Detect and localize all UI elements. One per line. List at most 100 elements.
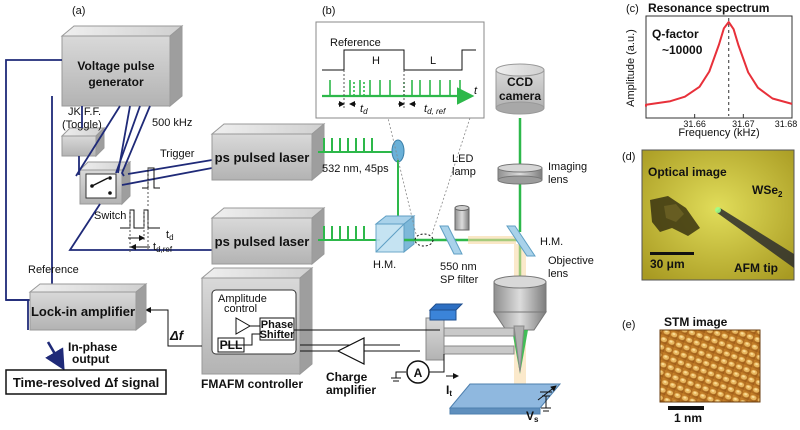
delta-f-wire [145, 307, 202, 347]
panel-label-b: (b) [322, 5, 335, 17]
laser1-pulses [318, 138, 392, 153]
td-label: td [166, 229, 174, 242]
led-light-band [468, 236, 516, 244]
voltage-gen-line2: generator [88, 75, 144, 89]
led-label-line2: lamp [452, 166, 476, 178]
charge-amp-line2: amplifier [326, 383, 376, 397]
laser2-label: ps pulsed laser [215, 234, 310, 249]
afm-tip-label: AFM tip [734, 261, 778, 275]
optical-title: Optical image [648, 165, 727, 179]
beam-sample-marker [414, 233, 434, 247]
inphase-line1: In-phase [68, 340, 118, 354]
inphase-line2: output [72, 352, 109, 366]
panel-label-c: (c) [626, 3, 639, 15]
led-lamp [454, 205, 470, 231]
amp-control-line1: Amplitude [218, 293, 267, 305]
resonance-chart: (c) Resonance spectrum Q-factor ~10000 3… [625, 1, 797, 139]
hm2-label: H.M. [540, 236, 563, 248]
imaging-lens-line2: lens [548, 174, 569, 186]
switch: Switch [78, 160, 132, 222]
hm1-label: H.M. [373, 259, 396, 271]
sample-stage [448, 383, 562, 415]
imaging-lens [497, 163, 543, 185]
ccd-label-line2: camera [499, 89, 541, 103]
freq-500-label: 500 kHz [152, 117, 192, 129]
x-tick-label: 31.66 [683, 119, 706, 129]
timing-t: t [474, 85, 478, 97]
bias-voltage [537, 385, 557, 412]
ccd-camera: CCD camera [495, 63, 545, 115]
svg-text:A: A [414, 366, 423, 380]
panel-label-d: (d) [622, 151, 635, 163]
optical-image: (d) Optical image WSe2 AFM tip 30 μm [622, 149, 795, 281]
resonance-title: Resonance spectrum [648, 1, 769, 15]
sp-filter [439, 225, 463, 255]
panel-label-e: (e) [622, 319, 635, 331]
jkff-label-line1: JK F.F. [68, 106, 101, 118]
lock-in-amplifier: Lock-in amplifier [28, 282, 148, 332]
x-tick-label: 31.68 [775, 119, 798, 129]
timing-reference: Reference [330, 37, 381, 49]
objective-lens [493, 275, 547, 331]
laser2-pulses [318, 226, 380, 241]
time-resolved-signal: Time-resolved Δf signal [5, 369, 167, 395]
tdref-label: td,ref [153, 241, 173, 254]
voltage-gen-line1: Voltage pulse [77, 59, 154, 73]
reference-label: Reference [28, 264, 79, 276]
imaging-lens-line1: Imaging [548, 161, 587, 173]
timing-l: L [430, 55, 436, 67]
phase-shifter-line1: Phase [261, 319, 293, 331]
qfactor-line1: Q-factor [652, 27, 699, 41]
sp-filter-line2: SP filter [440, 274, 479, 286]
delta-f-label: Δf [169, 328, 185, 343]
optical-scalebar-label: 30 μm [650, 257, 685, 271]
afm-tip-shape [716, 208, 794, 268]
timing-td: td [360, 103, 368, 116]
afm-cantilever [425, 303, 525, 373]
laser2-wire [68, 203, 212, 251]
phase-shifter-line2: Shifter [260, 329, 296, 341]
laser-spot [715, 207, 721, 213]
delay-pulses: td td,ref [120, 209, 174, 254]
half-mirror-plate [506, 225, 536, 257]
timing-h: H [372, 55, 380, 67]
tunnel-current-label: It [446, 383, 452, 398]
voltage-pulse-generator: Voltage pulse generator [60, 24, 184, 108]
resonance-curve-0 [645, 21, 793, 107]
stm-title: STM image [664, 315, 728, 329]
svg-text:Time-resolved Δf signal: Time-resolved Δf signal [13, 375, 159, 390]
objective-lens-line2: lens [548, 268, 569, 280]
switch-label: Switch [94, 210, 126, 222]
fmafm-controller: Amplitude control Phase Shifter PLL FMAF… [200, 266, 314, 391]
trigger-pulse [142, 167, 160, 189]
ammeter: A [406, 360, 430, 384]
stm-image: (e) STM image 1 nm [622, 315, 761, 425]
panel-label-a: (a) [72, 5, 85, 17]
laser-2: ps pulsed laser [210, 206, 326, 266]
vs-label: Vs [526, 409, 539, 424]
stm-frame [659, 329, 761, 403]
amp-control-line2: control [224, 303, 257, 315]
lockin-label: Lock-in amplifier [31, 304, 135, 319]
led-label-line1: LED [452, 153, 473, 165]
sp-filter-line1: 550 nm [440, 261, 477, 273]
timing-tdref: td, ref [424, 103, 446, 116]
optical-scalebar [650, 252, 694, 255]
stm-scalebar [668, 406, 704, 410]
x-tick-label: 31.67 [732, 119, 755, 129]
laser-spec-label: 532 nm, 45ps [322, 163, 389, 175]
charge-amp-line1: Charge [326, 370, 368, 384]
stm-scalebar-label: 1 nm [674, 411, 702, 425]
chart-ylabel: Amplitude (a.u.) [625, 29, 637, 107]
charge-amplifier [300, 337, 420, 365]
jk-flip-flop: JK F.F. (Toggle) [60, 106, 106, 158]
qfactor-line2: ~10000 [662, 43, 703, 57]
inphase-arrow [45, 341, 65, 371]
chart-xlabel: Frequency (kHz) [678, 127, 759, 139]
trigger-label: Trigger [160, 148, 195, 160]
half-mirror-cube [374, 214, 416, 254]
material-label: WSe2 [752, 183, 783, 199]
fmafm-label: FMAFM controller [201, 377, 303, 391]
